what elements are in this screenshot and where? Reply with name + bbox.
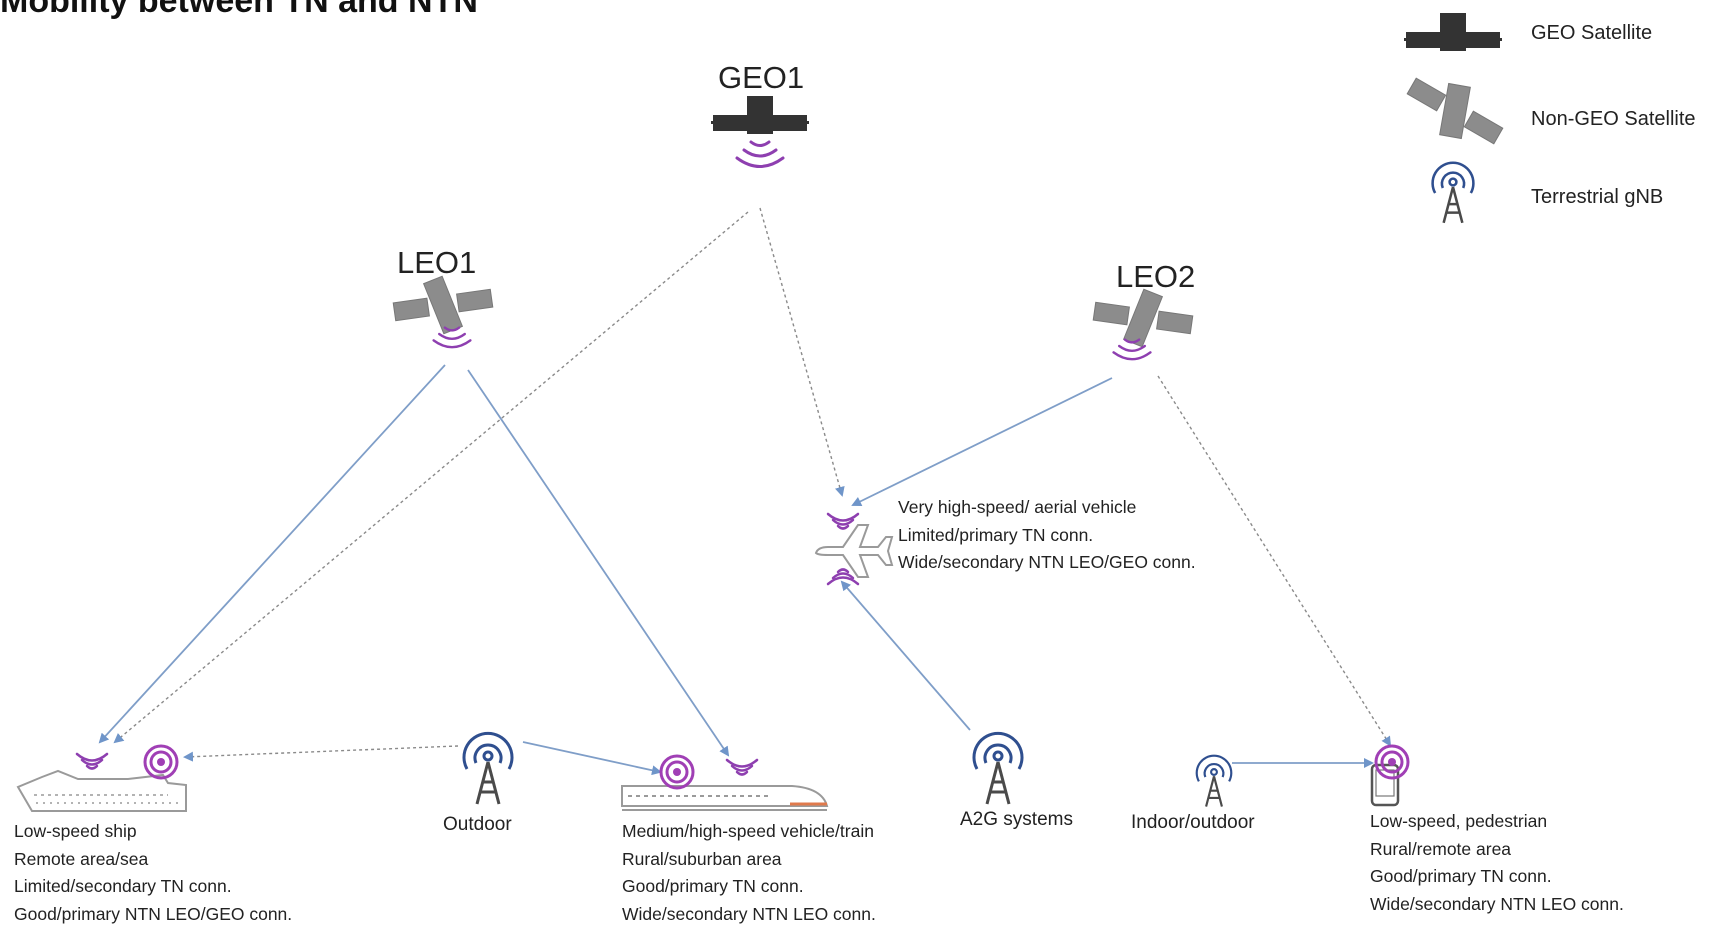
aerial-vehicle-description: Very high-speed/ aerial vehicle Limited/… (898, 494, 1196, 577)
airplane-signal-top-icon (828, 514, 858, 529)
leo2-signal-icon (1114, 340, 1151, 360)
pedestrian-description: Low-speed, pedestrian Rural/remote area … (1370, 808, 1624, 918)
page-title: Mobility between TN and NTN (0, 0, 478, 21)
outdoor-gnb-icon (464, 733, 512, 804)
pedestrian-line-2: Rural/remote area (1370, 836, 1624, 864)
indoor-gnb-icon (1197, 756, 1232, 807)
ship-line-3: Limited/secondary TN conn. (14, 873, 292, 901)
pedestrian-line-3: Good/primary TN conn. (1370, 863, 1624, 891)
train-line-2: Rural/suburban area (622, 846, 876, 874)
links (100, 208, 1390, 772)
train-signal-icon (727, 760, 757, 775)
legend-terrestrial-gnb-icon (1433, 163, 1474, 223)
link-leo1-ship (100, 365, 445, 742)
link-leo1-train (468, 370, 728, 755)
geo1-signal-icon (737, 142, 783, 167)
ship-description: Low-speed ship Remote area/sea Limited/s… (14, 818, 292, 928)
geo1-satellite-icon (711, 96, 809, 134)
link-outdoor-ship (185, 746, 458, 757)
smartphone-target-icon (1376, 746, 1408, 778)
aerial-line-1: Very high-speed/ aerial vehicle (898, 494, 1196, 522)
train-icon (622, 786, 827, 810)
link-a2g-plane (842, 582, 970, 730)
ship-target-icon (145, 746, 177, 778)
aerial-line-2: Limited/primary TN conn. (898, 522, 1196, 550)
leo1-label: LEO1 (397, 245, 476, 281)
aerial-line-3: Wide/secondary NTN LEO/GEO conn. (898, 549, 1196, 577)
leo2-label: LEO2 (1116, 259, 1195, 295)
train-description: Medium/high-speed vehicle/train Rural/su… (622, 818, 876, 928)
leo1-signal-icon (434, 328, 471, 348)
legend-non-geo-satellite-icon (1398, 62, 1513, 161)
ship-line-1: Low-speed ship (14, 818, 292, 846)
outdoor-label: Outdoor (443, 814, 512, 836)
pedestrian-line-1: Low-speed, pedestrian (1370, 808, 1624, 836)
a2g-label: A2G systems (960, 809, 1073, 831)
train-line-3: Good/primary TN conn. (622, 873, 876, 901)
link-geo1-plane (760, 208, 842, 495)
train-line-4: Wide/secondary NTN LEO conn. (622, 901, 876, 928)
legend-gnb-label: Terrestrial gNB (1531, 186, 1663, 209)
legend-geo-label: GEO Satellite (1531, 22, 1652, 45)
ship-line-4: Good/primary NTN LEO/GEO conn. (14, 901, 292, 928)
ship-line-2: Remote area/sea (14, 846, 292, 874)
link-leo2-plane (853, 378, 1112, 505)
indoor-outdoor-label: Indoor/outdoor (1131, 812, 1255, 834)
airplane-icon (816, 525, 892, 577)
link-outdoor-train (523, 742, 660, 772)
ship-signal-icon (77, 754, 107, 769)
pedestrian-line-4: Wide/secondary NTN LEO conn. (1370, 891, 1624, 919)
legend-non-geo-label: Non-GEO Satellite (1531, 108, 1696, 131)
legend-geo-satellite-icon (1404, 13, 1502, 51)
train-line-1: Medium/high-speed vehicle/train (622, 818, 876, 846)
a2g-gnb-icon (974, 733, 1022, 804)
geo1-label: GEO1 (718, 60, 804, 96)
train-target-icon (661, 756, 693, 788)
